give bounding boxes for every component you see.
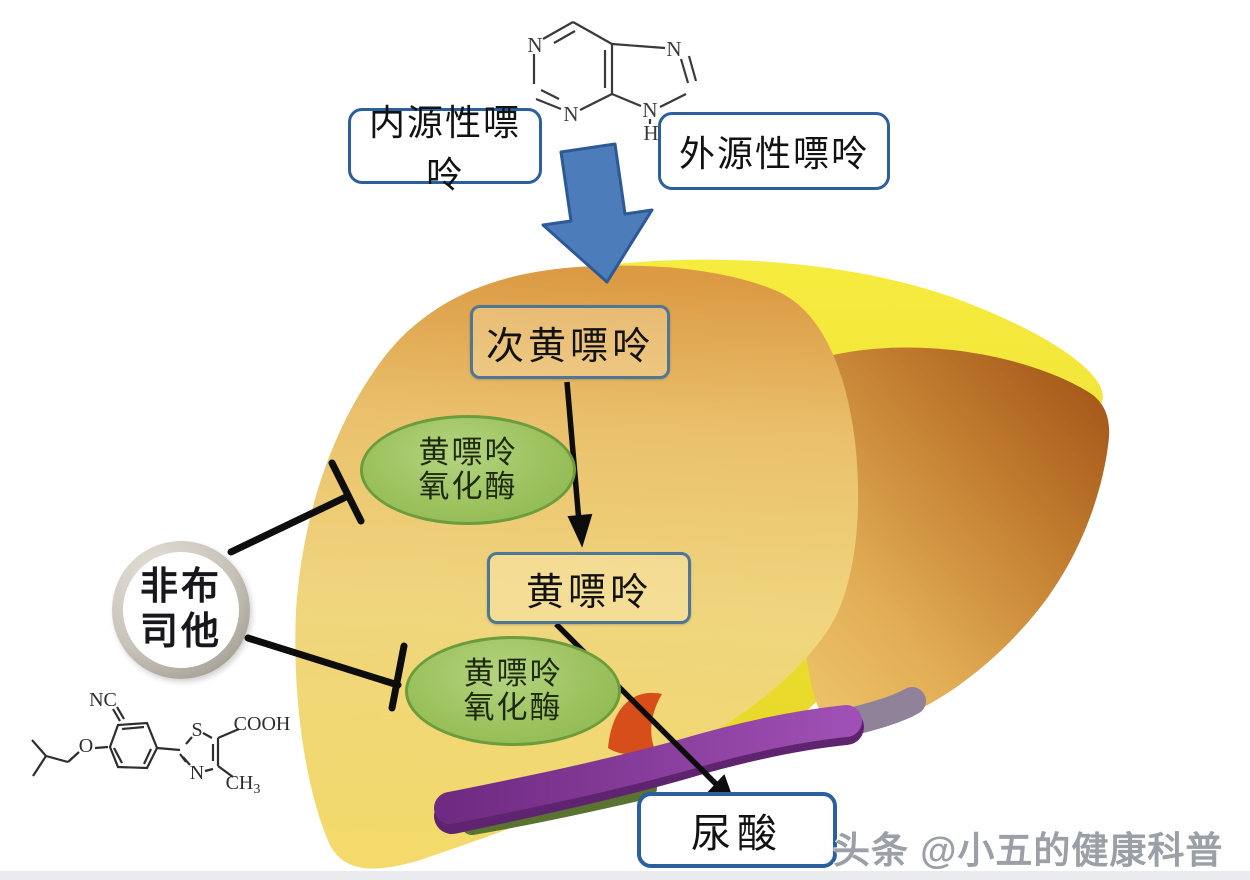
febuxostat-n-label: N — [190, 762, 204, 784]
exogenous-purine-box: 外源性嘌呤 — [658, 112, 890, 190]
febuxostat-structure: NC O S N COOH CH3 — [31, 689, 291, 797]
febuxostat-circle-inner: 非布 司他 — [123, 552, 239, 668]
liver-right-lobe — [799, 347, 1110, 730]
xanthine-oxidase-oval-upper: 黄嘌呤 氧化酶 — [360, 415, 576, 525]
arrow-hypoxanthine-to-xanthine — [564, 381, 593, 548]
purine-structure: N N N N H — [527, 21, 698, 145]
endogenous-purine-label: 内源性嘌呤 — [368, 103, 521, 195]
febuxostat-circle: 非布 司他 — [112, 541, 250, 679]
febuxostat-line1: 非布 — [139, 566, 222, 609]
purine-n9-label: N — [642, 98, 657, 122]
febuxostat-cooh-label: COOH — [234, 713, 291, 735]
xanthine-oxidase-oval-lower: 黄嘌呤 氧化酶 — [405, 636, 621, 746]
febuxostat-o-label: O — [79, 735, 93, 757]
enzyme-line1: 黄嘌呤 — [463, 655, 563, 691]
febuxostat-nc-label: NC — [89, 689, 117, 711]
portal-vein-purple — [434, 705, 862, 824]
enzyme-line2: 氧化酶 — [418, 469, 518, 504]
exogenous-purine-label: 外源性嘌呤 — [678, 134, 869, 174]
endogenous-purine-box: 内源性嘌呤 — [348, 103, 542, 195]
inhibition-tbar-lower — [244, 634, 408, 712]
bottom-edge-strip — [0, 871, 1250, 880]
xanthine-box: 黄嘌呤 — [487, 552, 691, 624]
purine-n7-label: N — [666, 37, 681, 61]
hypoxanthine-label: 次黄嘌呤 — [485, 325, 654, 368]
xanthine-label: 黄嘌呤 — [525, 571, 652, 614]
febuxostat-line2: 司他 — [139, 611, 222, 653]
febuxostat-ch3-label: CH3 — [226, 772, 261, 797]
watermark: 头条 @小五的健康科普小站 — [833, 830, 1224, 871]
purine-n3-label: N — [563, 102, 578, 126]
uric-acid-label: 尿酸 — [691, 811, 783, 856]
purine-n1-label: N — [527, 33, 542, 57]
enzyme-line2: 氧化酶 — [463, 690, 563, 725]
uric-acid-box: 尿酸 — [637, 792, 837, 868]
hypoxanthine-box: 次黄嘌呤 — [470, 305, 670, 379]
inhibition-tbar-upper — [227, 459, 365, 556]
liver-hilum-orange — [608, 692, 662, 755]
enzyme-line1: 黄嘌呤 — [418, 434, 518, 470]
blue-down-arrow — [541, 142, 654, 284]
purine-h9-label: H — [643, 121, 658, 145]
febuxostat-s-label: S — [191, 719, 202, 741]
